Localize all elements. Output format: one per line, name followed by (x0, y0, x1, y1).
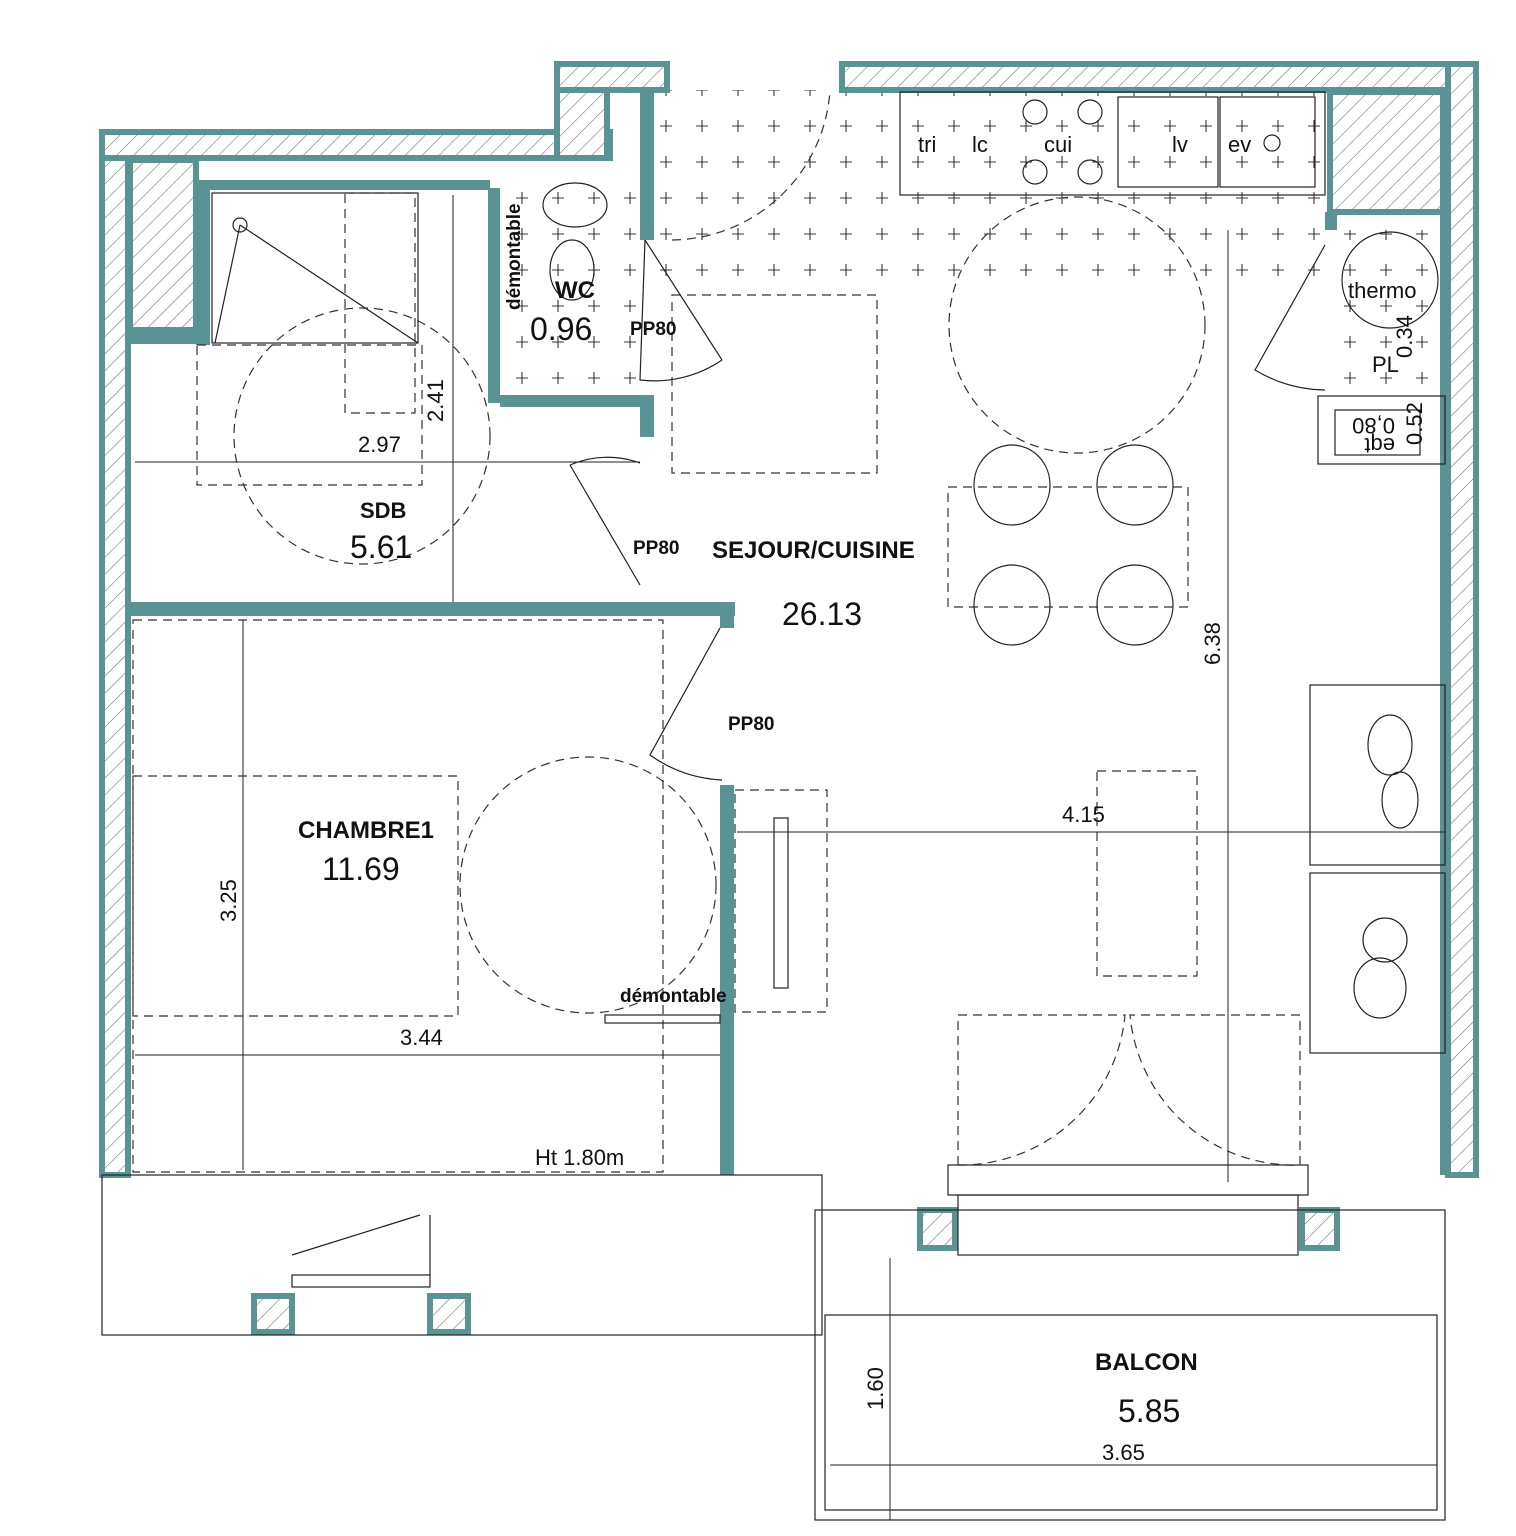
dim-sdb-width: 2.97 (358, 432, 401, 457)
ceiling-height-note: Ht 1.80m (535, 1145, 624, 1170)
door-label-chambre: PP80 (728, 714, 774, 735)
exterior-walls (99, 61, 1479, 1335)
chambre-area: 11.69 (322, 851, 400, 887)
wc-area: 0.96 (530, 311, 592, 347)
dim-balcon-height: 1.60 (863, 1367, 888, 1410)
chambre-label: CHAMBRE1 (298, 817, 434, 844)
sejour-label: SEJOUR/CUISINE (712, 537, 915, 564)
kitchen-ev: ev (1228, 132, 1251, 157)
dim-sejour-width: 4.15 (1062, 802, 1105, 827)
wc-floor (500, 190, 640, 395)
kitchen-lc: lc (972, 132, 988, 157)
tableau-depth: 0.52 (1402, 402, 1427, 445)
demontable-wc: démontable (504, 203, 525, 310)
dim-sdb-height: 2.41 (423, 379, 448, 422)
kitchen-floor (655, 90, 1325, 295)
demontable-chambre: démontable (620, 986, 727, 1007)
door-label-sdb: PP80 (633, 538, 679, 559)
sdb-label: SDB (360, 498, 406, 523)
dim-sejour-height: 6.38 (1200, 622, 1225, 665)
wc-label: WC (555, 277, 595, 304)
tableau-label: eqt (1364, 433, 1395, 458)
balcon-area: 5.85 (1118, 1393, 1180, 1429)
dimension-lines (135, 195, 1445, 1520)
pl-dim: 0.34 (1392, 315, 1417, 358)
door-label-wc: PP80 (630, 319, 676, 340)
thermo-label: thermo (1348, 278, 1416, 303)
fixtures (101, 89, 1446, 1521)
kitchen-cui: cui (1044, 132, 1072, 157)
sejour-area: 26.13 (782, 596, 862, 632)
sdb-area: 5.61 (350, 529, 412, 565)
balcon-label: BALCON (1095, 1349, 1198, 1376)
pl-label: PL (1372, 352, 1399, 377)
dim-chambre-width: 3.44 (400, 1025, 443, 1050)
tableau-width: 0,80 (1352, 413, 1395, 438)
kitchen-lv: lv (1172, 132, 1188, 157)
kitchen-tri: tri (918, 132, 936, 157)
cellier-floor (1325, 230, 1445, 390)
dim-balcon-width: 3.65 (1102, 1440, 1145, 1465)
dim-chambre-height: 3.25 (216, 879, 241, 922)
interior-walls (130, 92, 1448, 1175)
